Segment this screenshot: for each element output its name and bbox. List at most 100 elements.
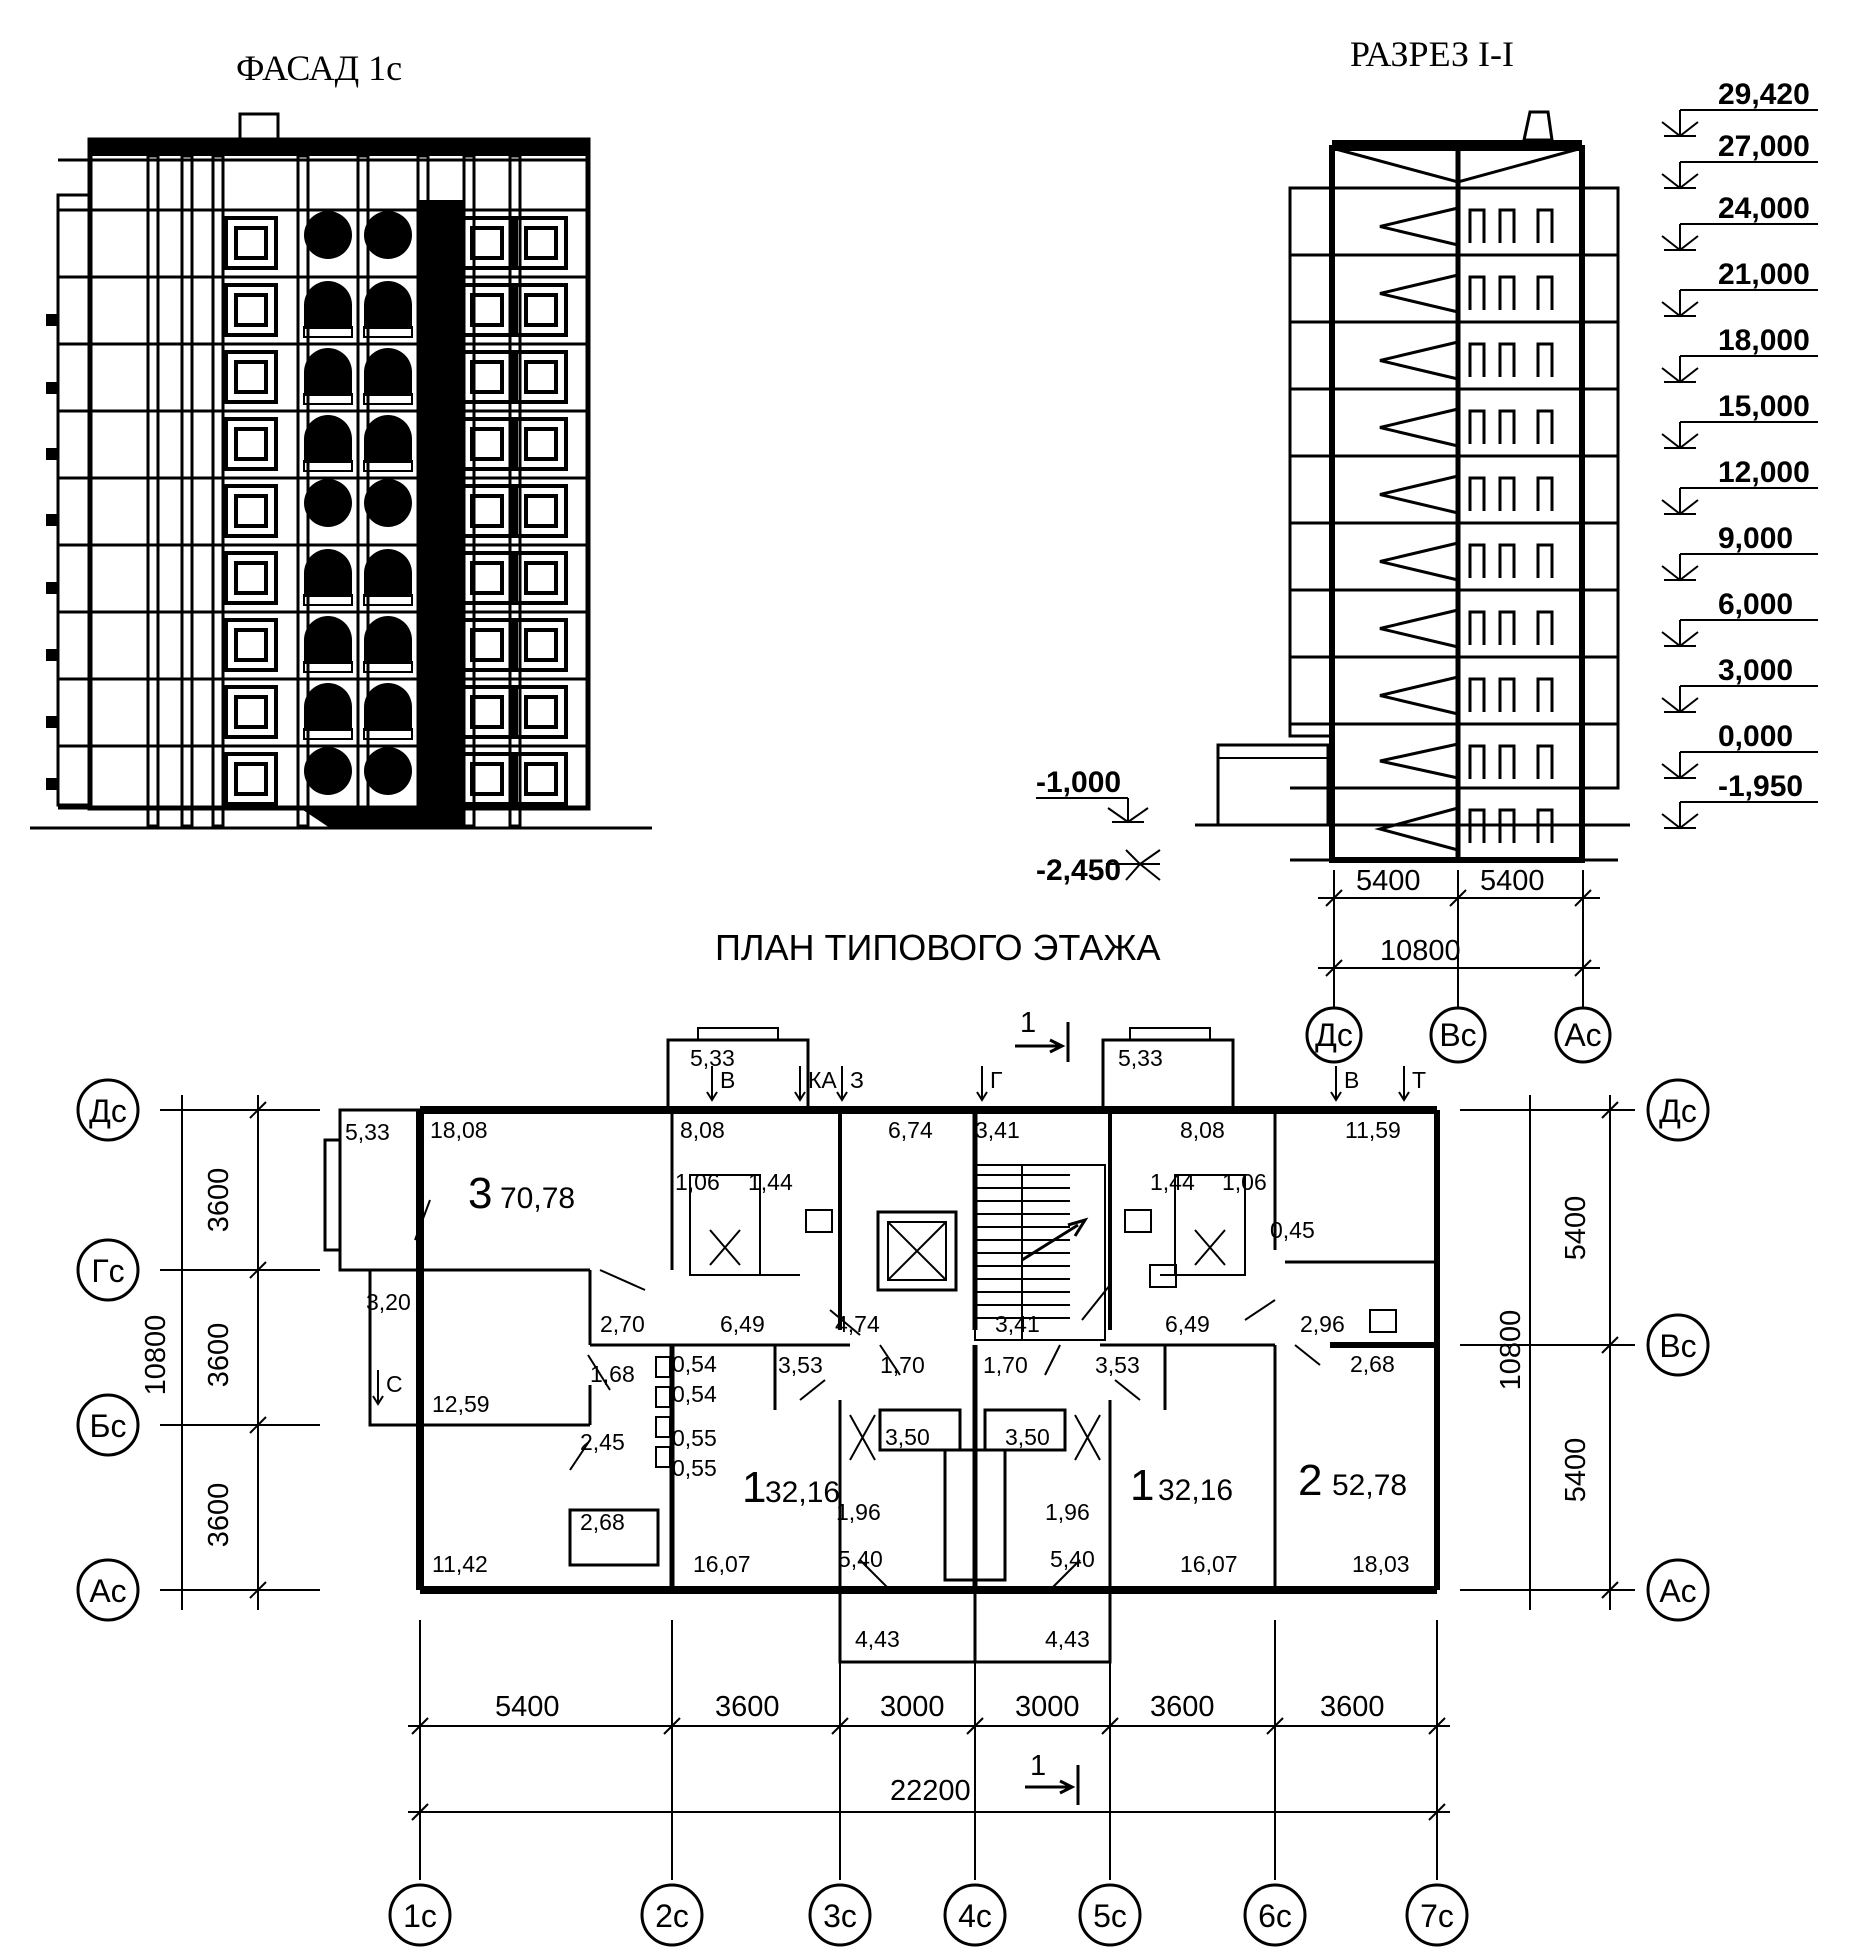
dim-label: 3600	[203, 1168, 235, 1233]
facade-round-loggia	[364, 747, 412, 795]
axis-bubble	[1554, 1006, 1612, 1064]
plan-marker-label: С	[386, 1371, 403, 1397]
door-swing	[829, 1309, 861, 1336]
apartment-number: 3	[468, 1169, 492, 1218]
plan-loggia-rail	[323, 1138, 342, 1252]
plan-marker-label: В	[1344, 1067, 1359, 1093]
facade-arched-loggia	[364, 415, 412, 463]
closet	[655, 1356, 671, 1378]
door-swing	[587, 1354, 611, 1391]
facade-arched-loggia	[364, 549, 412, 597]
section-stair-flight	[1379, 541, 1459, 582]
vent-cross-icon	[709, 1229, 741, 1266]
axis-label: Дс	[89, 1093, 127, 1129]
level-label: 18,000	[1718, 324, 1810, 357]
facade-window-panel	[460, 417, 514, 471]
facade-round-loggia	[304, 211, 352, 259]
facade-window	[524, 695, 558, 729]
facade-window-panel	[224, 283, 278, 337]
facade-window-panel	[224, 216, 278, 270]
axis-bubble	[1646, 1558, 1710, 1622]
section-door-opening	[1536, 476, 1554, 511]
facade-pilaster	[180, 154, 194, 828]
facade-window-panel	[514, 551, 568, 605]
axis-label: Ас	[1564, 1017, 1601, 1053]
section-door-opening	[1498, 275, 1516, 310]
axis-label: Бс	[90, 1408, 127, 1444]
section-door-opening	[1498, 808, 1516, 843]
level-arrow-icon	[1661, 802, 1699, 830]
section-roof-vent	[1522, 110, 1554, 142]
facade-window	[524, 360, 558, 394]
facade-window	[234, 695, 268, 729]
section-door-opening	[1498, 208, 1516, 243]
section-door-opening	[1536, 543, 1554, 578]
room-area-label: 11,42	[432, 1551, 488, 1577]
facade-balcony-stub	[46, 382, 58, 394]
axis-bubble	[1646, 1313, 1710, 1377]
door-swing	[879, 1344, 901, 1376]
room-area-label: 3,41	[995, 1311, 1040, 1337]
facade-window-panel	[460, 551, 514, 605]
facade-drawing	[30, 112, 652, 830]
plan-bathroom	[689, 1174, 761, 1276]
plan-shaft	[943, 1448, 977, 1582]
facade-window	[234, 628, 268, 662]
dim-label: 10800	[1380, 935, 1461, 967]
plan-loggia-rail	[697, 1027, 779, 1041]
dim-tick	[249, 1261, 267, 1279]
plan-marker-label: КА	[808, 1067, 837, 1093]
section-lower-annex	[1216, 743, 1330, 827]
door-swing	[799, 1379, 826, 1401]
axis-label: 6с	[1258, 1898, 1292, 1934]
room-area-label: 2,68	[580, 1509, 625, 1535]
level-arrow-icon	[1661, 290, 1699, 318]
facade-pilaster	[146, 154, 160, 828]
level-arrow-icon	[1106, 849, 1161, 881]
dim-label: 5400	[495, 1691, 560, 1723]
sanitary-fixture	[805, 1209, 833, 1233]
plan-kitchen-unit	[983, 1408, 1067, 1452]
section-attic-slope	[1331, 146, 1583, 184]
facade-entrance-canopy	[300, 808, 418, 828]
room-area-label: 0,54	[672, 1381, 717, 1407]
door-swing	[1044, 1344, 1061, 1376]
facade-window-panel	[224, 417, 278, 471]
section-left-levels: -1,000 -2,450	[1036, 766, 1161, 887]
door-swing	[599, 1269, 646, 1291]
dim-label: 5400	[1356, 865, 1421, 897]
section-stair-flight	[1379, 474, 1459, 515]
level-arrow-icon	[1661, 162, 1699, 190]
section-cut-label: 1	[1020, 1007, 1036, 1039]
level-label: 29,420	[1718, 78, 1810, 111]
axis-label: 4с	[958, 1898, 992, 1934]
door-swing	[1114, 1379, 1141, 1401]
facade-window-panel	[224, 484, 278, 538]
facade-loggia-rail	[363, 661, 413, 673]
facade-round-loggia	[304, 747, 352, 795]
level-label: 3,000	[1718, 654, 1793, 687]
facade-window	[524, 293, 558, 327]
facade-window	[234, 360, 268, 394]
axis-bubble	[1429, 1006, 1487, 1064]
section-cut-arrow-icon	[1015, 1022, 1070, 1062]
axis-label: Гс	[91, 1253, 124, 1289]
plan-elevator	[876, 1210, 958, 1292]
apartment-area: 32,16	[765, 1476, 840, 1509]
facade-window	[234, 226, 268, 260]
facade-window-panel	[224, 752, 278, 806]
dim-label: 3600	[1150, 1691, 1215, 1723]
facade-window-panel	[460, 685, 514, 739]
plan-title: ПЛАН ТИПОВОГО ЭТАЖА	[715, 927, 1160, 968]
facade-window-panel	[460, 350, 514, 404]
facade-window	[470, 226, 504, 260]
facade-arched-loggia	[304, 683, 352, 731]
section-door-opening	[1468, 275, 1486, 310]
facade-window-panel	[514, 283, 568, 337]
plan-marker-label: Г	[990, 1067, 1003, 1093]
facade-window	[470, 427, 504, 461]
room-area-label: 0,55	[672, 1455, 717, 1481]
facade-vent-shaft	[238, 112, 280, 142]
section-door-opening	[1498, 342, 1516, 377]
room-area-label: 12,59	[432, 1391, 490, 1417]
